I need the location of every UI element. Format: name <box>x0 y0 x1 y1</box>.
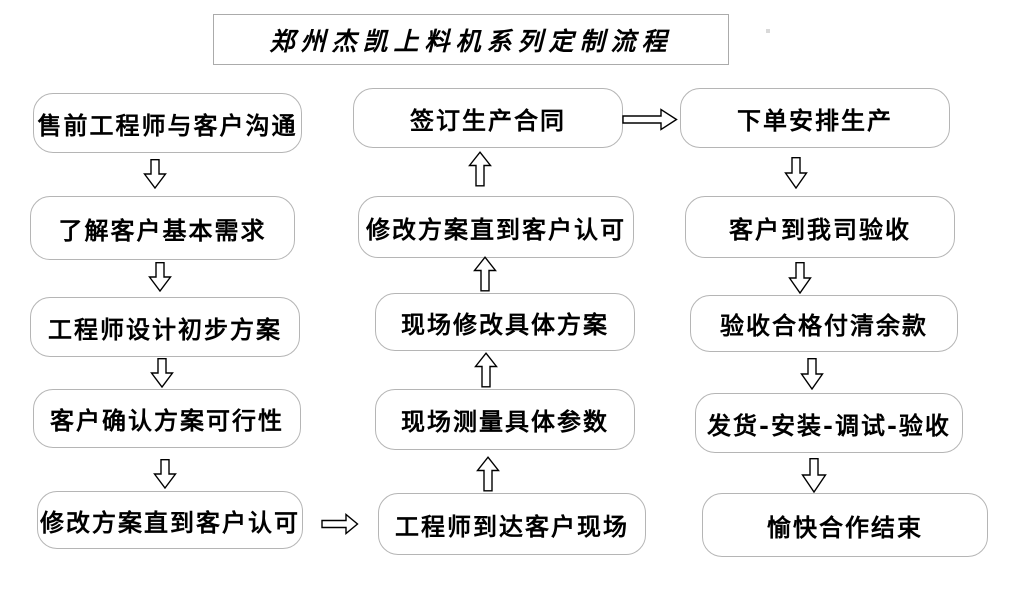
arrow-up-icon <box>474 352 498 388</box>
flow-step-left-4: 客户确认方案可行性 <box>33 389 301 448</box>
arrow-down-icon <box>150 358 174 388</box>
flow-step-left-5: 修改方案直到客户认可 <box>37 491 303 549</box>
flow-step-right-3: 验收合格付清余款 <box>690 295 958 352</box>
arrow-up-icon <box>476 456 500 492</box>
arrow-right-icon <box>622 108 678 131</box>
page-title: 郑州杰凯上料机系列定制流程 <box>269 26 673 56</box>
artifact-dot <box>766 29 770 33</box>
flow-step-right-2: 客户到我司验收 <box>685 196 955 258</box>
flow-step-left-3: 工程师设计初步方案 <box>30 297 300 357</box>
flow-step-left-1: 售前工程师与客户沟通 <box>33 93 302 153</box>
flow-step-middle-4: 现场测量具体参数 <box>375 389 635 450</box>
flow-step-left-2: 了解客户基本需求 <box>30 196 295 260</box>
arrow-right-icon <box>321 513 359 535</box>
flow-step-middle-1: 签订生产合同 <box>353 88 623 148</box>
arrow-down-icon <box>148 262 172 292</box>
flow-step-right-1: 下单安排生产 <box>680 88 950 148</box>
title-box: 郑州杰凯上料机系列定制流程 <box>213 14 729 65</box>
flow-step-middle-3: 现场修改具体方案 <box>375 293 635 351</box>
arrow-down-icon <box>788 262 812 294</box>
flow-step-right-5: 愉快合作结束 <box>702 493 988 557</box>
arrow-down-icon <box>153 459 177 489</box>
flow-step-right-4: 发货-安装-调试-验收 <box>695 393 963 453</box>
flow-step-middle-2: 修改方案直到客户认可 <box>358 196 634 258</box>
flow-step-middle-5: 工程师到达客户现场 <box>378 493 646 555</box>
arrow-down-icon <box>784 157 808 189</box>
arrow-up-icon <box>473 256 497 292</box>
arrow-down-icon <box>801 458 827 493</box>
arrow-down-icon <box>143 159 167 189</box>
arrow-up-icon <box>468 151 492 187</box>
arrow-down-icon <box>800 358 824 390</box>
